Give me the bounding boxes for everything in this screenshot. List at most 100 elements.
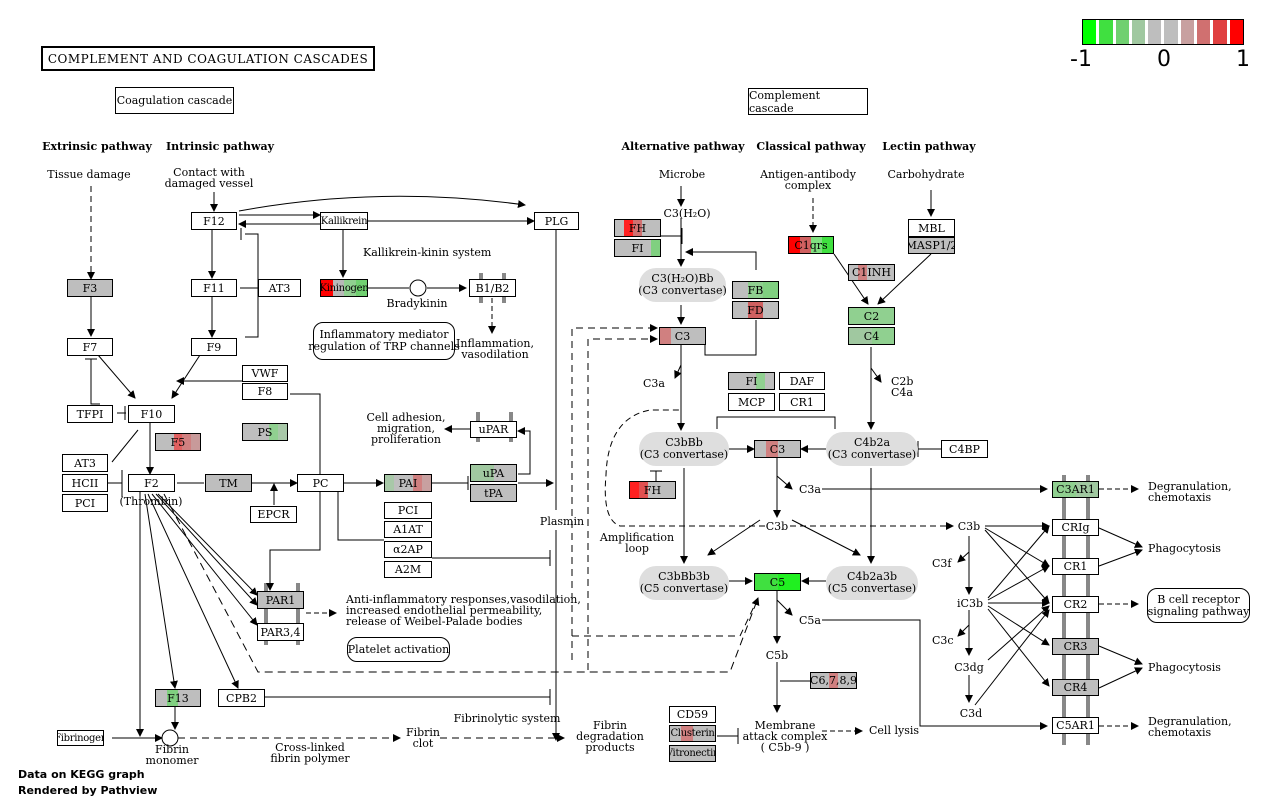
expression-segment — [822, 237, 833, 253]
gene-node-c5[interactable]: C5 — [754, 573, 801, 591]
expression-segment — [1075, 482, 1098, 497]
gene-node-at3a[interactable]: AT3 — [258, 279, 301, 297]
gene-node-a1at[interactable]: A1AT — [384, 521, 432, 538]
gene-node-plg[interactable]: PLG — [534, 212, 579, 230]
gene-node-c2[interactable]: C2 — [848, 307, 895, 325]
gene-node-c3b[interactable]: C3 — [754, 440, 801, 458]
gene-node-f8[interactable]: F8 — [242, 383, 288, 400]
c3b-label-2: C3b — [957, 520, 981, 533]
expression-segment — [1053, 597, 1098, 612]
gene-node-vwf[interactable]: VWF — [242, 365, 288, 382]
gene-label: FH — [643, 483, 662, 497]
expression-segment — [747, 373, 757, 389]
lectin-pathway-heading: Lectin pathway — [882, 140, 976, 153]
gene-node-c3a[interactable]: C3 — [659, 327, 706, 345]
gene-node-mcp[interactable]: MCP — [728, 393, 775, 411]
legend-min-label: -1 — [1070, 47, 1092, 72]
gene-node-kallikrein[interactable]: Kallikrein — [320, 212, 368, 230]
gene-label: Clusterin — [670, 728, 715, 739]
gene-node-upar[interactable]: uPAR — [470, 421, 517, 438]
b-cell-receptor-box[interactable]: B cell receptor signaling pathway — [1147, 588, 1250, 623]
gene-node-c4bp[interactable]: C4BP — [941, 440, 988, 458]
gene-node-par34[interactable]: PAR3,4 — [257, 623, 304, 641]
expression-segment — [129, 406, 174, 422]
gene-node-c5ar1[interactable]: C5AR1 — [1052, 717, 1099, 734]
gene-label: CR3 — [1063, 640, 1088, 653]
gene-node-f12[interactable]: F12 — [191, 212, 237, 230]
gene-node-cr3[interactable]: CR3 — [1052, 638, 1099, 655]
gene-node-crig[interactable]: CRIg — [1052, 519, 1099, 536]
expression-segment — [385, 522, 431, 537]
gene-node-c1inh[interactable]: C1INH — [848, 264, 895, 281]
gene-node-fi1[interactable]: FI — [614, 239, 661, 257]
c3h2o-label: C3(H₂O) — [663, 207, 711, 220]
expression-segment — [909, 238, 954, 253]
gene-node-c1qrs[interactable]: C1qrs — [788, 236, 834, 254]
gene-node-f7[interactable]: F7 — [67, 338, 113, 356]
crosslinked-label: Cross-linked fibrin polymer — [270, 741, 350, 765]
expression-segment — [1053, 639, 1098, 654]
gene-node-daf[interactable]: DAF — [779, 372, 825, 390]
gene-node-f13[interactable]: F13 — [155, 689, 201, 707]
gene-node-cpb2[interactable]: CPB2 — [218, 689, 265, 707]
gene-node-kininogen[interactable]: Kininogen — [320, 279, 368, 297]
gene-node-f10[interactable]: F10 — [128, 405, 175, 423]
gene-node-cr1a[interactable]: CR1 — [779, 393, 825, 411]
gene-node-masp12[interactable]: MASP1/2 — [908, 237, 955, 254]
gene-node-clusterin[interactable]: Clusterin — [669, 725, 716, 742]
gene-node-hcii[interactable]: HCII — [62, 474, 108, 492]
gene-label: Kininogen — [320, 282, 368, 294]
color-scale-legend — [1082, 19, 1244, 45]
inflammatory-mediator-box[interactable]: Inflammatory mediator regulation of TRP … — [308, 322, 460, 360]
gene-node-upa[interactable]: uPA — [470, 464, 517, 482]
gene-node-at3b[interactable]: AT3 — [62, 454, 108, 472]
gene-node-f9[interactable]: F9 — [191, 338, 237, 356]
expression-segment — [321, 280, 333, 296]
gene-node-fd[interactable]: FD — [732, 301, 779, 319]
gene-node-c4[interactable]: C4 — [848, 327, 895, 345]
gene-node-a2m[interactable]: A2M — [384, 561, 432, 578]
gene-node-b1b2[interactable]: B1/B2 — [469, 279, 516, 297]
gene-node-fh2[interactable]: FH — [629, 481, 676, 499]
gene-label: F8 — [257, 385, 273, 398]
gene-node-f3[interactable]: F3 — [67, 279, 113, 297]
gene-node-cr2[interactable]: CR2 — [1052, 596, 1099, 613]
gene-node-mbl[interactable]: MBL — [908, 219, 955, 237]
gene-node-tpa[interactable]: tPA — [470, 484, 517, 502]
expression-segment — [192, 213, 236, 229]
gene-node-tfpi[interactable]: TFPI — [67, 405, 113, 423]
gene-node-a2ap[interactable]: α2AP — [384, 541, 432, 558]
gene-node-pcia[interactable]: PCI — [62, 494, 108, 512]
gene-node-c3ar1[interactable]: C3AR1 — [1052, 481, 1099, 498]
expression-segment — [811, 673, 821, 688]
gene-node-pcib[interactable]: PCI — [384, 502, 432, 519]
gene-node-fibrinogen[interactable]: Fibrinogen — [57, 730, 104, 746]
expression-segment — [412, 475, 423, 491]
gene-node-tm[interactable]: TM — [205, 474, 252, 492]
expression-segment — [671, 328, 683, 344]
gene-node-fh1[interactable]: FH — [614, 219, 661, 237]
gene-node-cr1b[interactable]: CR1 — [1052, 558, 1099, 575]
complement-cascade-box: Complement cascade — [748, 88, 868, 115]
gene-node-fi2[interactable]: FI — [728, 372, 775, 390]
gene-node-cd59[interactable]: CD59 — [669, 706, 716, 723]
gene-node-pai[interactable]: PAI — [384, 474, 432, 492]
gene-label: C2 — [863, 309, 880, 323]
gene-node-f5[interactable]: F5 — [155, 433, 201, 451]
expression-segment — [258, 624, 303, 640]
gene-node-cr4[interactable]: CR4 — [1052, 679, 1099, 696]
gene-node-f11[interactable]: F11 — [191, 279, 237, 297]
expression-segment — [867, 265, 877, 280]
gene-node-pc[interactable]: PC — [297, 474, 344, 492]
gene-node-ps[interactable]: PS — [242, 423, 288, 441]
gene-node-fb[interactable]: FB — [732, 281, 779, 299]
gene-node-vitronectin[interactable]: Vitronectin — [669, 745, 716, 762]
expression-segment — [219, 690, 264, 706]
gene-node-c6789[interactable]: C6,7,8,9 — [810, 672, 857, 689]
expression-segment — [729, 373, 739, 389]
platelet-activation-box[interactable]: Platelet activation — [347, 637, 450, 662]
gene-node-epcr[interactable]: EPCR — [250, 506, 297, 523]
gene-node-f2[interactable]: F2 — [128, 474, 175, 492]
expression-segment — [278, 424, 287, 440]
gene-node-par1[interactable]: PAR1 — [257, 591, 304, 609]
